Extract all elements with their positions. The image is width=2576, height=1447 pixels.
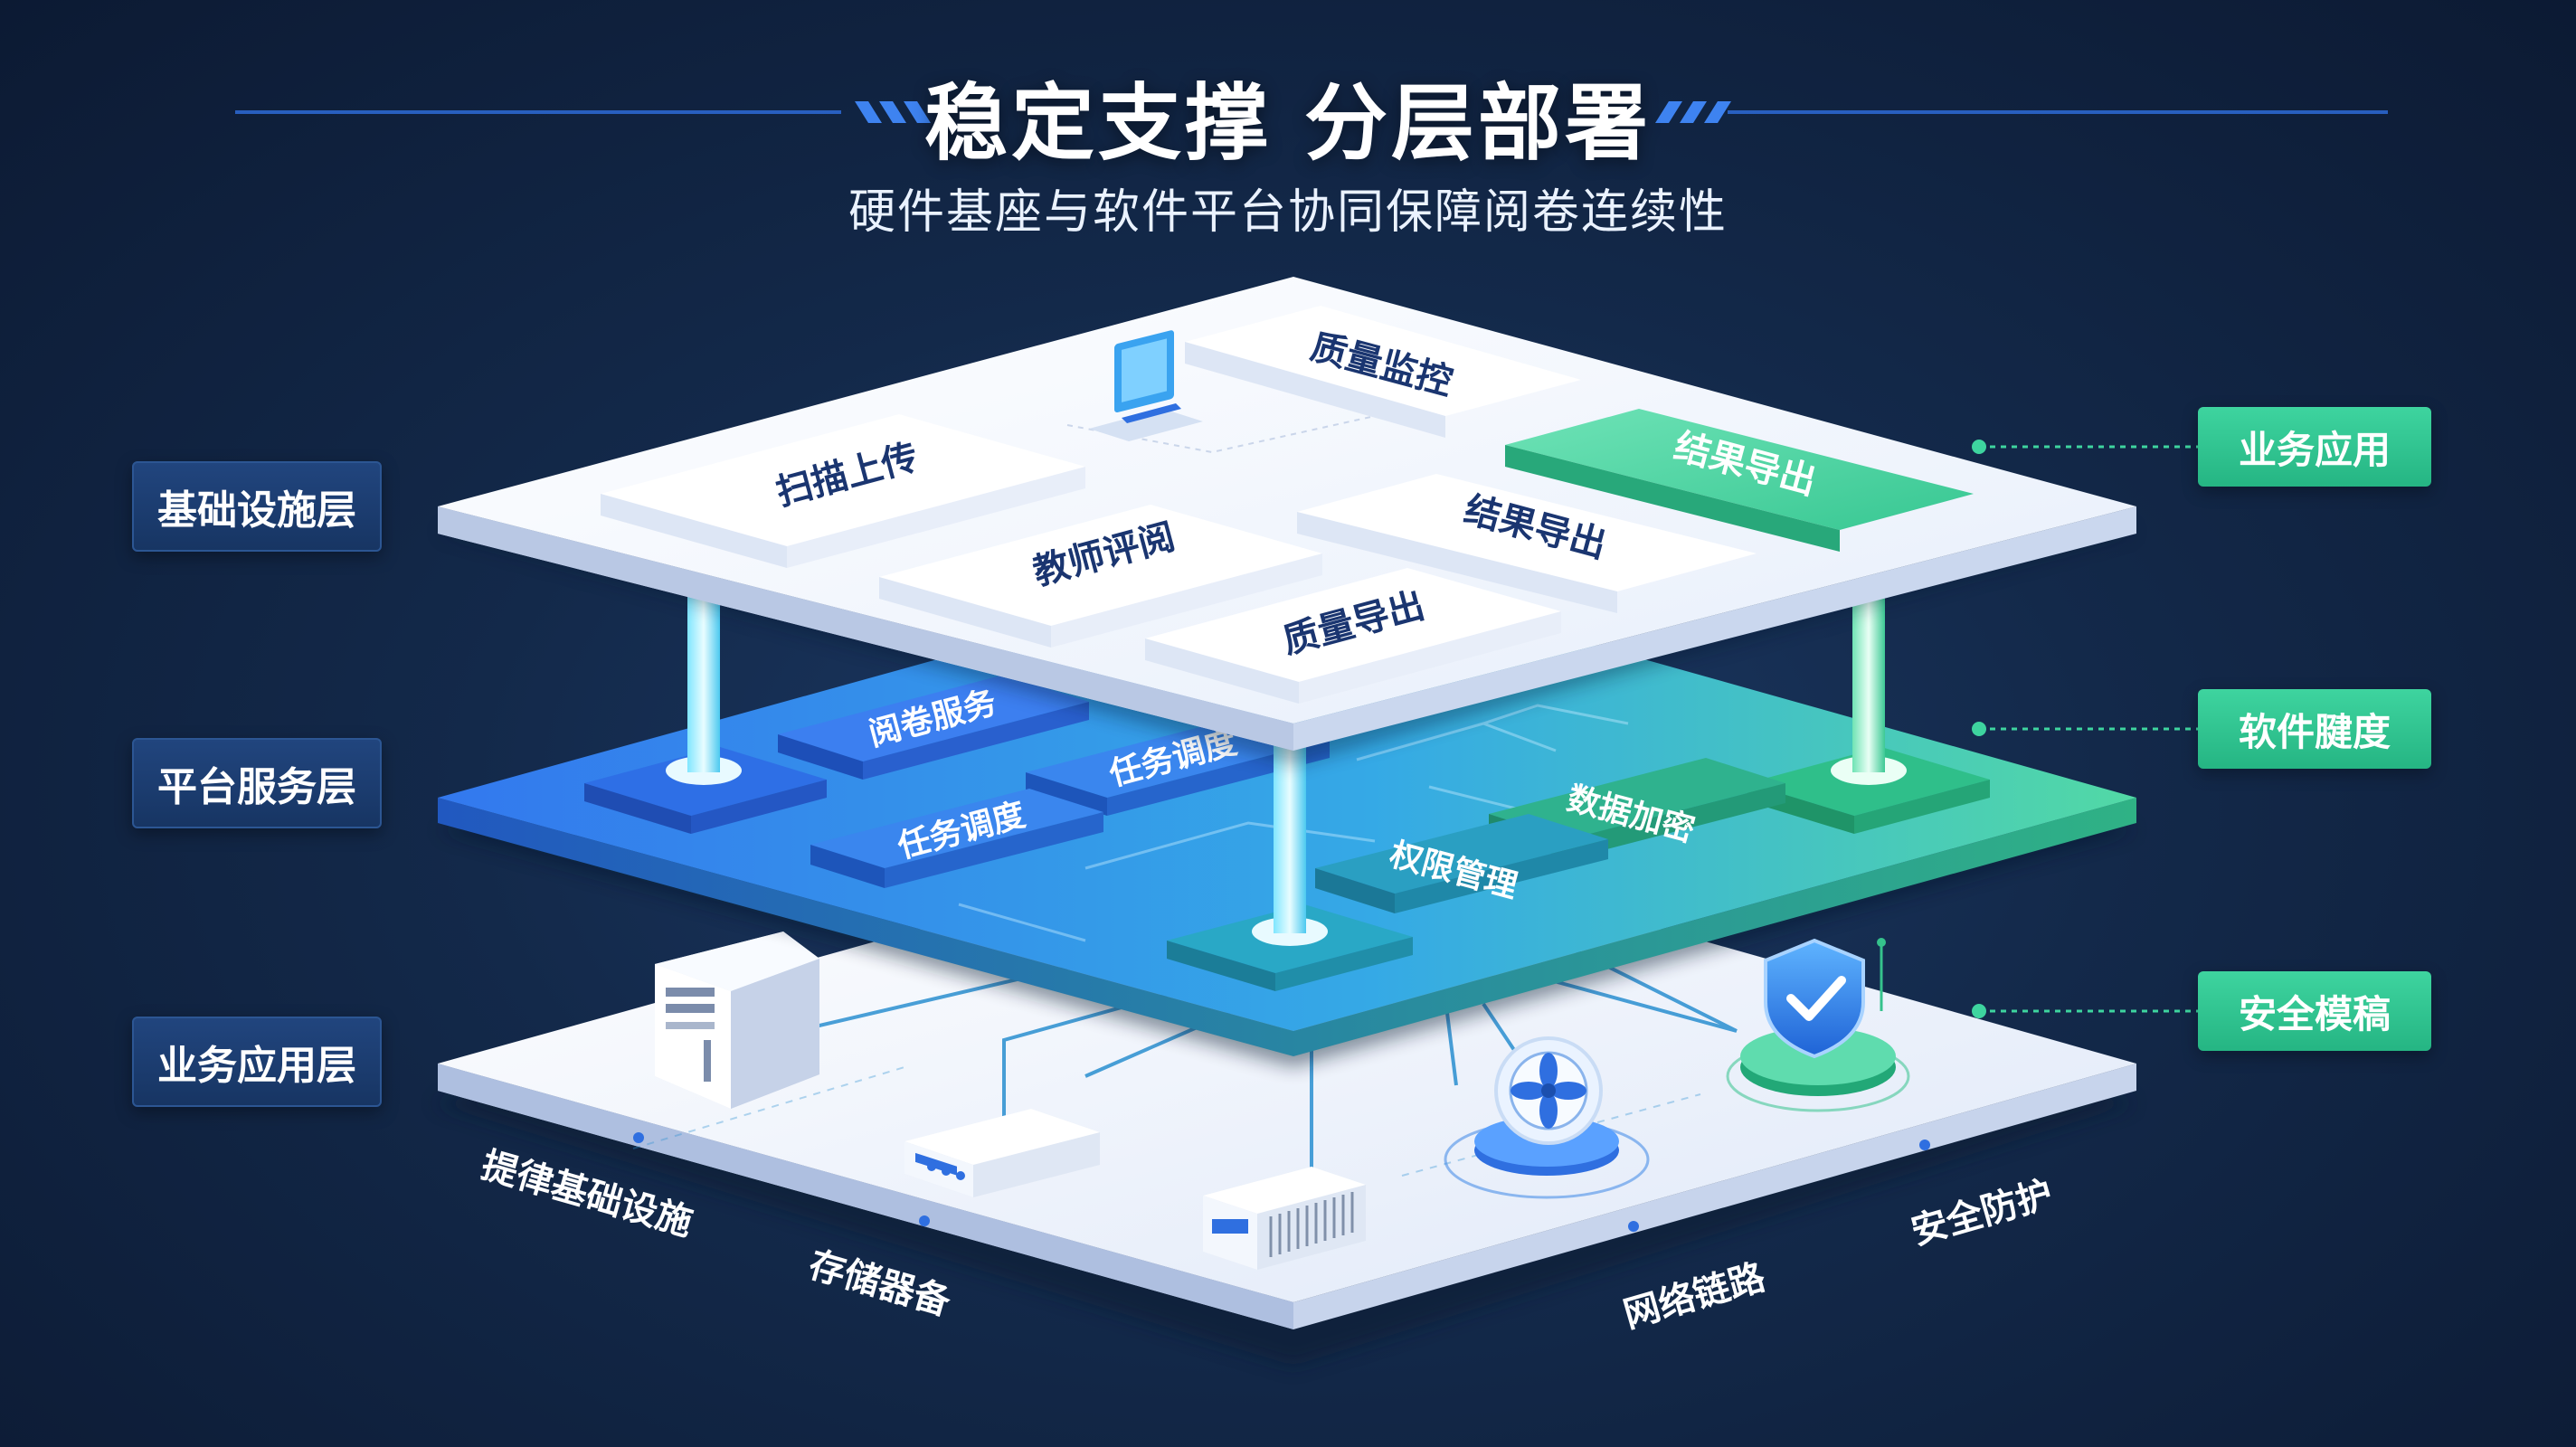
page-subtitle: 硬件基座与软件平台协同保障阅卷连续性 bbox=[848, 185, 1728, 240]
card-quality-monitor bbox=[1185, 306, 1581, 438]
side-tag-business-app: 业务应用 bbox=[2198, 407, 2431, 487]
middle-layer: 阅卷服务 任务调度 任务调度 数据加密 权限管理 bbox=[438, 561, 2136, 1067]
caption-security: 安全防护 bbox=[1907, 1173, 2057, 1253]
card-scan-upload bbox=[601, 414, 1085, 568]
block-permission-management bbox=[1315, 814, 1608, 913]
layer-label-business-application: 业务应用层 bbox=[132, 1017, 382, 1107]
card-result-export bbox=[1297, 474, 1757, 613]
network-switch-icon bbox=[1203, 1167, 1366, 1270]
server-icon bbox=[655, 932, 819, 1109]
cooling-fan-icon bbox=[1444, 1036, 1650, 1199]
block-task-scheduling-2 bbox=[810, 789, 1103, 888]
block-review-service bbox=[778, 675, 1089, 780]
side-tag-connectors bbox=[1979, 445, 2198, 1013]
pillar-right bbox=[1831, 588, 1907, 785]
caption-storage: 存储器备 bbox=[804, 1244, 955, 1324]
page-title: 稳定支撑 分层部署 bbox=[923, 75, 1653, 172]
router-icon bbox=[904, 1109, 1100, 1197]
card-quality-export bbox=[1145, 568, 1561, 704]
card-result-export-green bbox=[1505, 409, 1974, 552]
layer-label-infrastructure: 基础设施层 bbox=[132, 461, 382, 552]
side-tag-security: 安全模稿 bbox=[2198, 971, 2431, 1051]
security-shield-icon bbox=[1726, 938, 1910, 1112]
card-teacher-review bbox=[879, 505, 1322, 648]
layer-label-platform-service: 平台服务层 bbox=[132, 738, 382, 828]
pillar-left bbox=[666, 588, 742, 785]
caption-network: 网络链路 bbox=[1619, 1256, 1770, 1337]
side-tag-software: 软件腱度 bbox=[2198, 689, 2431, 769]
pillar-center bbox=[1252, 742, 1328, 946]
monitor-icon bbox=[1089, 330, 1203, 441]
header-decoration bbox=[235, 101, 2388, 123]
top-layer: 质量监控 扫描上传 结果导出 结果导出 教师评阅 质量导出 bbox=[438, 277, 2136, 765]
